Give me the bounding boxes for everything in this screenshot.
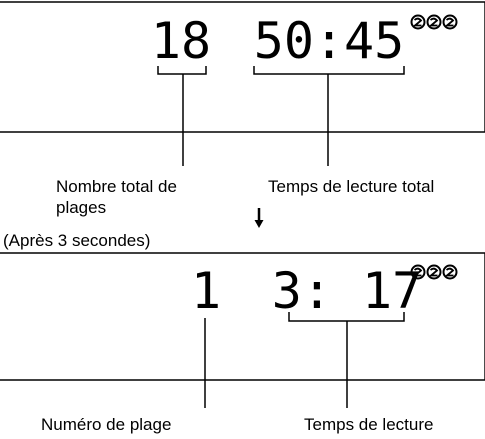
track-number-readout: 1 (191, 262, 221, 320)
track-time-readout: 3: 17 (272, 262, 423, 320)
total-tracks-readout: 18 (151, 12, 211, 70)
total-tracks-label-line2: plages (56, 198, 107, 217)
disc-indicator-icon (410, 14, 458, 30)
total-time-bracket (253, 66, 405, 166)
total-tracks-bracket (157, 66, 207, 166)
track-time-label: Temps de lecture (304, 415, 434, 434)
total-time-label: Temps de lecture total (268, 177, 435, 196)
total-tracks-label-line1: Nombre total de (56, 177, 177, 196)
display-panel-1: 18 50:45 (0, 1, 485, 166)
total-tracks-label: Nombre total de plages (56, 176, 177, 218)
down-arrow-icon (254, 208, 264, 228)
track-number-label: Numéro de plage (41, 415, 172, 434)
track-time-bracket (288, 312, 405, 408)
after-delay-label: (Après 3 secondes) (3, 231, 151, 250)
total-time-readout: 50:45 (254, 12, 405, 70)
display-panel-2: 1 3: 17 (0, 252, 485, 408)
